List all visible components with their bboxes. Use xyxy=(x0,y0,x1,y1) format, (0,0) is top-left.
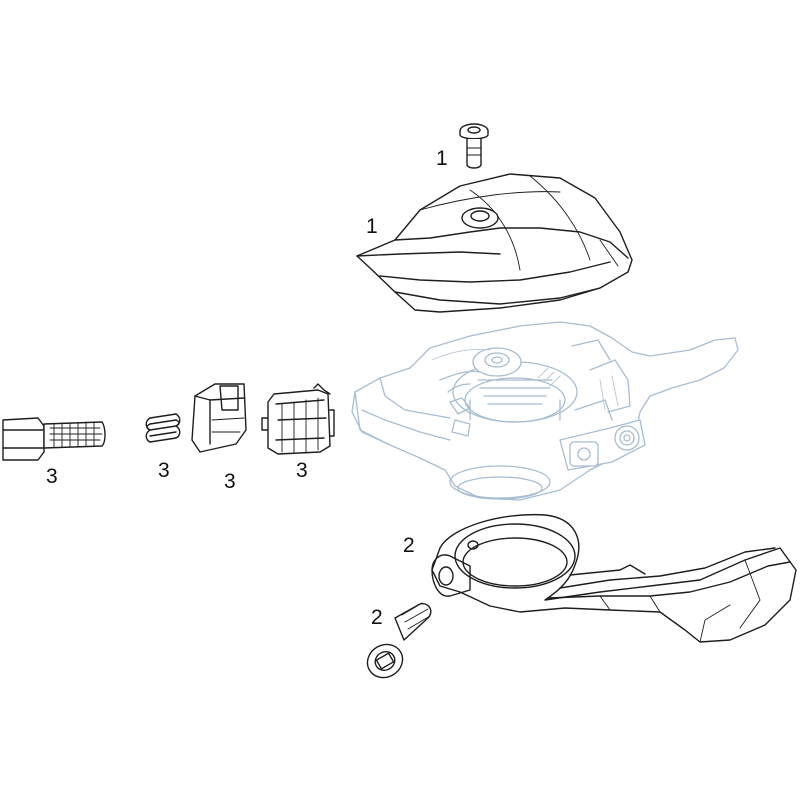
label-clamp-bolt: 2 xyxy=(371,606,383,629)
clamp-bolt xyxy=(366,602,432,679)
housing-stop xyxy=(261,383,335,455)
label-clamp: 2 xyxy=(403,534,415,557)
top-screw xyxy=(459,123,489,169)
clamp xyxy=(431,513,797,643)
spring xyxy=(145,413,181,443)
label-cover: 1 xyxy=(366,215,378,238)
cap xyxy=(191,383,247,453)
label-spring: 3 xyxy=(158,459,170,482)
label-barrel-adjuster: 3 xyxy=(46,465,58,488)
label-housing-stop: 3 xyxy=(296,459,308,482)
label-cap: 3 xyxy=(224,470,236,493)
label-top-screw: 1 xyxy=(436,147,448,170)
barrel-adjuster xyxy=(2,417,106,461)
cover xyxy=(356,173,633,313)
shifter-body xyxy=(351,321,739,501)
